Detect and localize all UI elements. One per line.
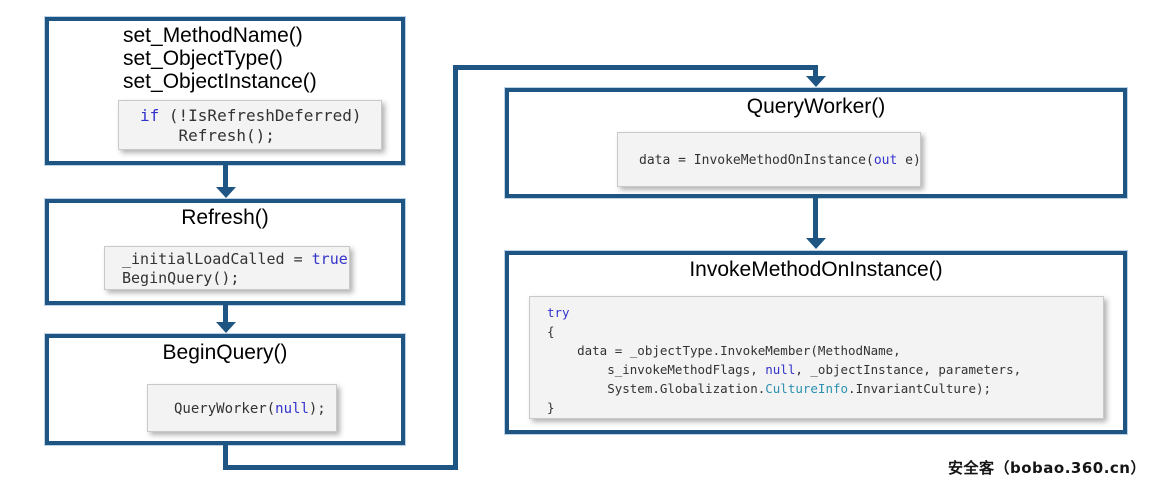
node-invokemethodoninstance: InvokeMethodOnInstance() try { data = _ob… xyxy=(505,251,1127,434)
arrow-queryworker-to-invoke-line xyxy=(813,198,818,239)
connector-beginquery-to-queryworker-seg-bottom xyxy=(223,465,458,470)
node-title: BeginQuery() xyxy=(162,341,288,364)
code-line: QueryWorker(null); xyxy=(174,401,326,417)
arrow-setters-to-refresh-line xyxy=(223,165,228,188)
arrow-setters-to-refresh-head xyxy=(216,187,236,198)
connector-beginquery-to-queryworker-seg-down xyxy=(223,445,228,470)
code-line: { xyxy=(547,324,555,339)
code-snippet-refresh-body: _initialLoadCalled = true;BeginQuery(); xyxy=(104,246,350,290)
code-snippet-beginquery-body: QueryWorker(null); xyxy=(147,384,337,432)
connector-beginquery-to-queryworker-seg-up xyxy=(453,65,458,470)
code-line: BeginQuery(); xyxy=(122,269,240,287)
connector-beginquery-to-queryworker-seg-drop xyxy=(813,65,818,78)
code-line: try xyxy=(547,305,570,320)
code-line: Refresh(); xyxy=(140,126,275,145)
arrow-queryworker-to-invoke-head xyxy=(806,238,826,249)
node-title: QueryWorker() xyxy=(746,95,886,118)
node-title: set_ObjectInstance() xyxy=(123,70,317,93)
code-snippet-queryworker-body: data = InvokeMethodOnInstance(out e); xyxy=(617,132,921,187)
code-line: data = InvokeMethodOnInstance(out e); xyxy=(639,153,921,168)
node-title: InvokeMethodOnInstance() xyxy=(689,258,943,281)
node-refresh: Refresh() _initialLoadCalled = true;Begi… xyxy=(45,199,405,305)
arrow-refresh-to-beginquery-line xyxy=(223,305,228,323)
connector-beginquery-to-queryworker-head xyxy=(806,76,826,87)
node-title-group: set_MethodName() set_ObjectType() set_Ob… xyxy=(49,21,401,93)
code-line: } xyxy=(547,400,555,415)
node-title: set_ObjectType() xyxy=(123,47,283,70)
code-line: data = _objectType.InvokeMember(MethodNa… xyxy=(547,343,901,358)
node-queryworker: QueryWorker() data = InvokeMethodOnInsta… xyxy=(505,88,1127,198)
node-property-setters: set_MethodName() set_ObjectType() set_Ob… xyxy=(45,17,405,165)
node-title: Refresh() xyxy=(181,206,269,229)
code-line: _initialLoadCalled = true; xyxy=(122,250,349,268)
arrow-refresh-to-beginquery-head xyxy=(216,322,236,333)
node-beginquery: BeginQuery() QueryWorker(null); xyxy=(45,334,405,445)
connector-beginquery-to-queryworker-seg-top xyxy=(453,65,818,70)
code-line: System.Globalization.CultureInfo.Invaria… xyxy=(547,381,992,396)
watermark-text: 安全客（bobao.360.cn） xyxy=(948,459,1146,477)
code-line: s_invokeMethodFlags, null, _objectInstan… xyxy=(547,362,1022,377)
code-line: if (!IsRefreshDeferred) xyxy=(140,106,362,125)
node-title: set_MethodName() xyxy=(123,24,303,47)
code-snippet-refresh-check: if (!IsRefreshDeferred) Refresh(); xyxy=(118,100,382,150)
code-snippet-invoke-body: try { data = _objectType.InvokeMember(Met… xyxy=(529,296,1104,419)
